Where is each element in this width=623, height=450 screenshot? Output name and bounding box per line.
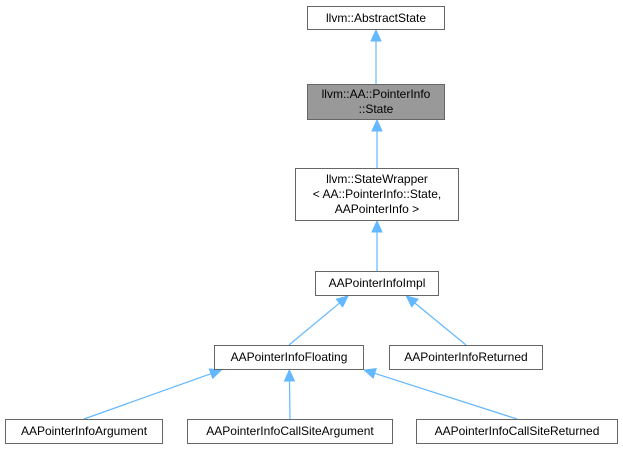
node-label: llvm::AbstractState bbox=[325, 10, 427, 25]
inheritance-edge-line bbox=[374, 372, 518, 420]
node-aapointerinfo-callsite-argument[interactable]: AAPointerInfoCallSiteArgument bbox=[187, 419, 393, 444]
inheritance-arrowhead bbox=[363, 368, 377, 380]
inheritance-arrowhead bbox=[370, 28, 382, 42]
node-label: AAPointerInfoCallSiteReturned bbox=[434, 424, 600, 438]
node-label-line-2: ::State bbox=[358, 102, 394, 116]
inheritance-arrowhead bbox=[405, 295, 419, 308]
inheritance-arrowhead bbox=[283, 368, 296, 382]
node-label: AAPointerInfoImpl bbox=[328, 276, 426, 290]
inheritance-arrowhead bbox=[371, 118, 383, 132]
node-label: AAPointerInfoCallSiteArgument bbox=[206, 424, 374, 438]
node-aapointerinfo-returned[interactable]: AAPointerInfoReturned bbox=[389, 345, 543, 370]
node-aapointerinfo-impl[interactable]: AAPointerInfoImpl bbox=[315, 271, 439, 296]
node-label: AAPointerInfoArgument bbox=[20, 424, 148, 438]
node-state-wrapper[interactable]: llvm::StateWrapper < AA::PointerInfo::St… bbox=[295, 168, 459, 221]
inheritance-arrowhead bbox=[371, 219, 383, 233]
node-aapointerinfo-argument[interactable]: AAPointerInfoArgument bbox=[5, 419, 163, 444]
node-label-line-1: llvm::StateWrapper bbox=[326, 172, 428, 186]
node-label: AAPointerInfoReturned bbox=[404, 350, 528, 364]
node-aapointerinfo-floating[interactable]: AAPointerInfoFloating bbox=[214, 345, 364, 370]
node-label-line-2: < AA::PointerInfo::State, bbox=[312, 187, 442, 201]
node-label-line-1: llvm::AA::PointerInfo bbox=[321, 87, 431, 101]
node-llvm-abstract-state[interactable]: llvm::AbstractState bbox=[307, 6, 445, 30]
node-aapointerinfo-callsite-returned[interactable]: AAPointerInfoCallSiteReturned bbox=[416, 419, 618, 444]
node-label: AAPointerInfoFloating bbox=[230, 350, 348, 364]
inheritance-arrowhead bbox=[335, 295, 349, 308]
node-pointerinfo-state[interactable]: llvm::AA::PointerInfo ::State bbox=[307, 84, 445, 120]
inheritance-edge-line bbox=[288, 380, 291, 420]
inheritance-edge-line bbox=[414, 302, 467, 346]
inheritance-edge-line bbox=[83, 373, 212, 420]
inheritance-edge-line bbox=[288, 302, 340, 346]
inheritance-arrowhead bbox=[208, 368, 223, 380]
node-label-line-3: AAPointerInfo > bbox=[334, 202, 420, 216]
